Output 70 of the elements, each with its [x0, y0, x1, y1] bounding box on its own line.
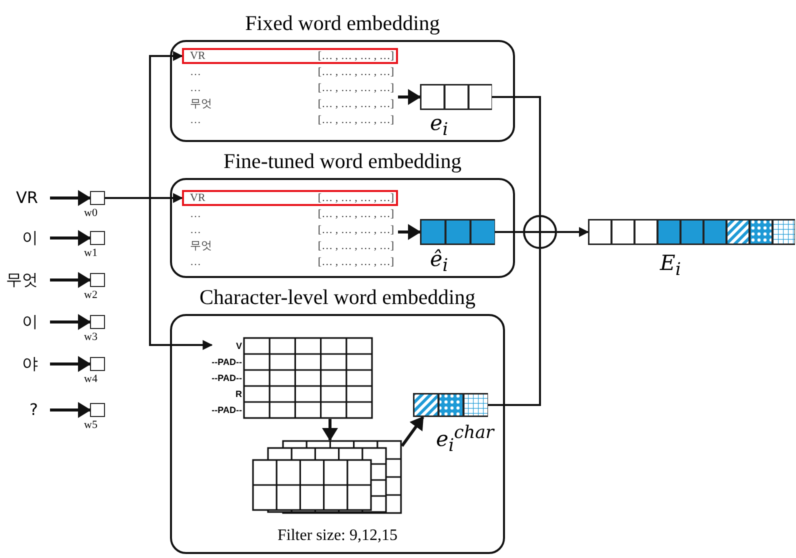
vector-text: [… , … , … , …] [318, 191, 394, 206]
word-label: … [190, 65, 201, 80]
vector-text: [… , … , … , …] [318, 49, 394, 64]
word-label: … [190, 223, 201, 238]
row-label: --PAD-- [212, 372, 242, 385]
input-word: VR [4, 186, 50, 210]
panel-title: Fine-tuned word embedding [222, 148, 462, 175]
word-label: … [190, 255, 201, 270]
arrow [50, 314, 91, 330]
token-box [90, 191, 105, 205]
token-box [90, 231, 105, 245]
token-label: w0 [84, 206, 98, 221]
vector-text: [… , … , … , …] [318, 97, 394, 112]
word-label: … [190, 113, 201, 128]
vector-label: ê$_{i}$ [430, 246, 448, 278]
input-word: 야 [4, 352, 50, 376]
token-box [90, 273, 105, 287]
input-word: 이 [4, 310, 50, 334]
row-label: --PAD-- [212, 356, 242, 369]
input-word: 이 [4, 226, 50, 250]
arrow [398, 89, 421, 105]
token-label: w4 [84, 372, 98, 387]
vector-text: [… , … , … , …] [318, 239, 394, 254]
vector-label: E$_{i}$ [660, 250, 681, 282]
arrow [105, 197, 213, 350]
arrow [400, 416, 424, 447]
arrow [398, 224, 421, 240]
token-box [90, 357, 105, 371]
token-box [90, 315, 105, 329]
embedding-vector [420, 84, 492, 110]
vector-text: [… , … , … , …] [318, 65, 394, 80]
vector-text: [… , … , … , …] [318, 207, 394, 222]
word-label: 무엇 [190, 97, 212, 112]
token-label: w1 [84, 246, 98, 261]
token-label: w2 [84, 288, 98, 303]
row-label: R [236, 388, 242, 401]
arrow [50, 230, 91, 246]
vector-text: [… , … , … , …] [318, 81, 394, 96]
vector-text: [… , … , … , …] [318, 255, 394, 270]
word-label: VR [190, 191, 206, 206]
plus-circle-symbol [523, 215, 557, 249]
embedding-vector [413, 393, 488, 417]
vector-text: [… , … , … , …] [318, 113, 394, 128]
input-word: 무엇 [4, 268, 50, 292]
arrow [322, 419, 338, 441]
embedding-vector [588, 219, 795, 245]
panel-title: Character-level word embedding [198, 284, 476, 311]
connector-line [492, 96, 541, 215]
filter-size-caption: Filter size: 9,12,15 [276, 526, 398, 546]
arrow [50, 402, 91, 418]
word-label: VR [190, 49, 206, 64]
word-label: … [190, 81, 201, 96]
row-label: --PAD-- [212, 404, 242, 417]
word-label: 무엇 [190, 239, 212, 254]
arrow [557, 227, 589, 237]
embedding-vector [420, 219, 495, 245]
arrow [50, 356, 91, 372]
row-label: V [236, 340, 242, 353]
connector-line [488, 249, 541, 406]
arrow [50, 272, 91, 288]
vector-label: e$_{i}$ [430, 110, 448, 142]
vector-text: [… , … , … , …] [318, 223, 394, 238]
input-word: ? [4, 398, 50, 422]
token-label: w3 [84, 330, 98, 345]
token-label: w5 [84, 418, 98, 433]
arrow [50, 190, 91, 206]
word-label: … [190, 207, 201, 222]
connector-line [495, 231, 523, 233]
panel-title: Fixed word embedding [244, 10, 441, 37]
token-box [90, 403, 105, 417]
